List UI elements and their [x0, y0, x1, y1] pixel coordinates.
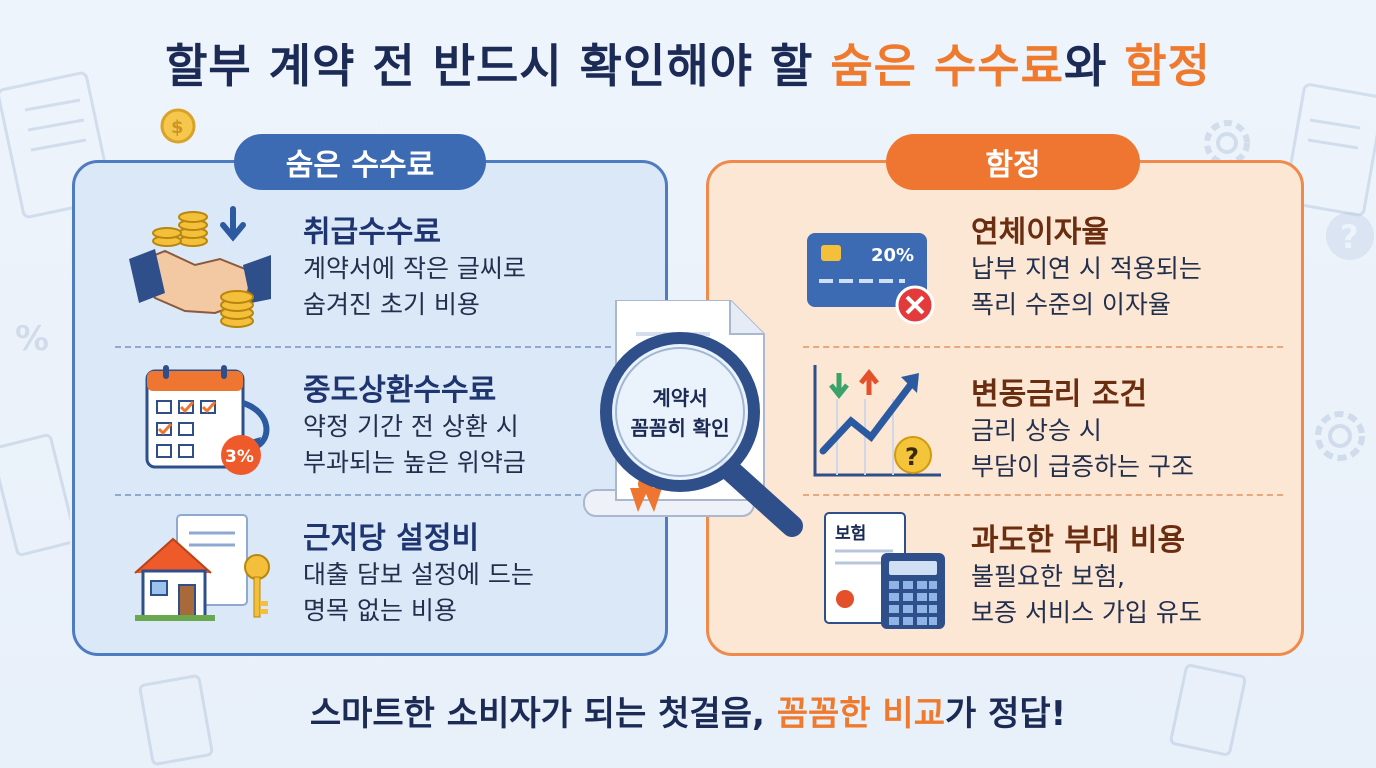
calendar-penalty-icon: 3% — [145, 365, 270, 475]
fee-desc-mortgage-1: 대출 담보 설정에 드는 — [303, 560, 534, 589]
fee-title-prepayment: 중도상환수수료 — [303, 373, 497, 408]
footer-part1: 스마트한 소비자가 되는 첫걸음, — [309, 694, 777, 734]
svg-text:%: % — [15, 319, 49, 359]
title-highlight-traps: 함정 — [1124, 39, 1211, 93]
footer-highlight: 꼼꼼한 비교 — [776, 694, 945, 734]
title-part1: 할부 계약 전 반드시 확인해야 할 — [165, 39, 831, 93]
page-title: 할부 계약 전 반드시 확인해야 할 숨은 수수료와 함정 — [0, 30, 1376, 96]
trap-title-extra-costs: 과도한 부대 비용 — [971, 523, 1186, 558]
background-percent-icon: % — [15, 319, 49, 359]
insurance-doc-label: 보험 — [835, 523, 866, 544]
traps-panel: 20% 연체이자율 납부 지연 시 적용되는 폭리 수준의 이자율 ? 변동금리… — [706, 160, 1304, 656]
trap-desc-late-interest-1: 납부 지연 시 적용되는 — [971, 254, 1202, 283]
fee-desc-handling-1: 계약서에 작은 글씨로 — [303, 254, 526, 283]
footer-tagline: 스마트한 소비자가 되는 첫걸음, 꼼꼼한 비교가 정답! — [0, 686, 1376, 735]
handshake-coins-icon — [129, 206, 271, 328]
magnifier-text-line1: 계약서 — [652, 386, 708, 410]
fee-desc-mortgage-2: 명목 없는 비용 — [303, 596, 457, 625]
contract-document-icon — [583, 300, 803, 537]
trap-title-variable-rate: 변동금리 조건 — [971, 377, 1148, 412]
card-rate-label: 20% — [871, 245, 914, 266]
penalty-rate-badge: 3% — [225, 447, 254, 467]
trap-desc-variable-rate-2: 부담이 급증하는 구조 — [971, 452, 1194, 481]
fee-item-handling: 취급수수료 계약서에 작은 글씨로 숨겨진 초기 비용 — [125, 203, 645, 353]
background-document-icon — [0, 433, 70, 557]
rising-chart-icon: ? — [813, 365, 941, 477]
svg-text:$: $ — [171, 117, 184, 138]
background-document-icon — [1169, 664, 1247, 756]
trap-item-variable-rate: ? 변동금리 조건 금리 상승 시 부담이 급증하는 구조 — [805, 359, 1285, 509]
fee-item-mortgage: 근저당 설정비 대출 담보 설정에 드는 명목 없는 비용 — [131, 509, 641, 659]
trap-title-late-interest: 연체이자율 — [971, 215, 1109, 250]
trap-desc-extra-costs-1: 불필요한 보험, — [971, 562, 1125, 591]
background-gear-icon — [1315, 411, 1365, 461]
divider — [803, 346, 1283, 348]
credit-card-icon: 20% — [807, 233, 935, 325]
fee-title-handling: 취급수수료 — [303, 215, 441, 250]
fee-desc-handling-2: 숨겨진 초기 비용 — [303, 290, 480, 319]
title-highlight-fees: 숨은 수수료 — [830, 39, 1064, 93]
insurance-calculator-icon: 보험 — [824, 512, 945, 629]
title-part2: 와 — [1063, 39, 1125, 93]
divider — [115, 346, 631, 348]
fee-item-prepayment: 3% 중도상환수수료 약정 기간 전 상환 시 부과되는 높은 위약금 — [143, 363, 643, 513]
divider — [803, 494, 1283, 496]
svg-text:?: ? — [905, 443, 919, 471]
background-question-icon: ? — [1326, 212, 1374, 260]
divider — [115, 494, 631, 496]
contract-magnifier: 계약서 꼼꼼히 확인 — [580, 300, 816, 540]
trap-item-late-interest: 20% 연체이자율 납부 지연 시 적용되는 폭리 수준의 이자율 — [805, 203, 1285, 353]
hidden-fees-panel: 취급수수료 계약서에 작은 글씨로 숨겨진 초기 비용 3% 중도상환수수료 약… — [72, 160, 668, 656]
house-key-icon — [134, 514, 270, 621]
magnifier-text-line2: 꼼꼼히 확인 — [630, 416, 730, 440]
trap-desc-extra-costs-2: 보증 서비스 가입 유도 — [971, 598, 1202, 627]
background-document-icon — [0, 71, 113, 219]
fee-desc-prepayment-2: 부과되는 높은 위약금 — [303, 448, 526, 477]
fee-title-mortgage: 근저당 설정비 — [303, 521, 480, 556]
trap-item-extra-costs: 보험 과도한 부대 비용 불필요한 보험, 보증 서비스 가입 유도 — [821, 507, 1285, 657]
fee-desc-prepayment-1: 약정 기간 전 상환 시 — [303, 412, 519, 441]
svg-text:?: ? — [1340, 218, 1359, 256]
coin-icon: $ — [160, 108, 196, 144]
background-document-icon — [1283, 83, 1376, 217]
tab-traps: 함정 — [886, 134, 1140, 190]
background-document-icon — [138, 674, 214, 766]
trap-desc-late-interest-2: 폭리 수준의 이자율 — [971, 290, 1171, 319]
tab-hidden-fees: 숨은 수수료 — [234, 134, 486, 190]
footer-part2: 가 정답! — [944, 694, 1067, 734]
trap-desc-variable-rate-1: 금리 상승 시 — [971, 416, 1102, 445]
